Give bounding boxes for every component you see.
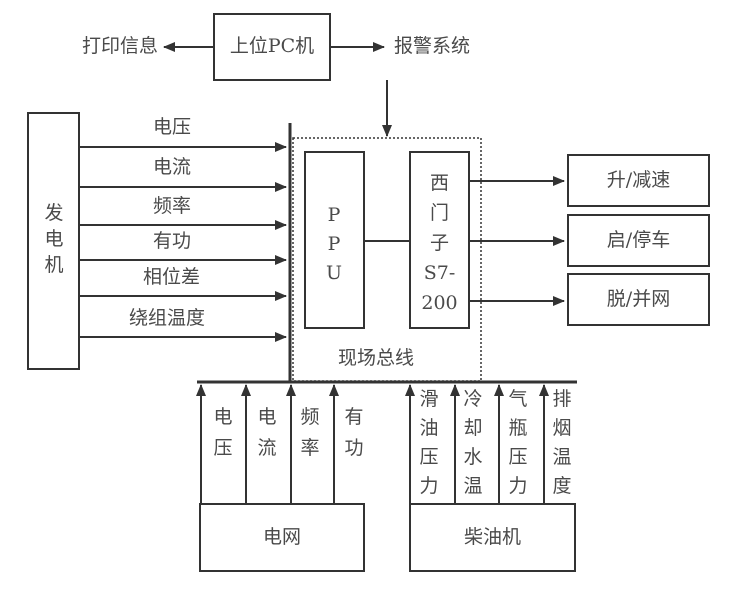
grid-signal-active-power: 有 功	[344, 406, 364, 459]
pc-label: 上位PC机	[229, 35, 315, 57]
grid-signal-voltage: 电 压	[213, 406, 233, 459]
gen-signal-winding-temp: 绕组温度	[129, 307, 206, 329]
diesel-signal-coolant-temp: 冷 却 水 温	[463, 388, 483, 497]
diesel-signal-cylinder-pressure: 气 瓶 压 力	[508, 388, 528, 497]
field-bus-boundary	[292, 137, 482, 382]
output-box-1	[567, 154, 710, 207]
grid-label: 电网	[262, 526, 301, 548]
field-bus-label: 现场总线	[338, 347, 415, 369]
output-box-3	[567, 273, 710, 326]
diesel-signal-lube-pressure: 滑 油 压 力	[419, 388, 439, 497]
grid-box	[199, 503, 365, 572]
grid-signal-current: 电 流	[257, 406, 277, 459]
diesel-label: 柴油机	[463, 526, 521, 548]
gen-signal-current: 电流	[153, 156, 192, 178]
diesel-box	[409, 503, 576, 572]
output-start-stop: 启/停车	[606, 229, 671, 251]
plc-label: 西 门 子 S7- 200	[421, 172, 458, 314]
gen-signal-voltage: 电压	[153, 116, 192, 138]
grid-signal-frequency: 频 率	[300, 406, 320, 459]
print-info-label: 打印信息	[82, 35, 159, 57]
output-speed: 升/减速	[606, 169, 671, 191]
ppu-label: P P U	[325, 204, 342, 284]
diesel-signal-exhaust-temp: 排 烟 温 度	[552, 388, 572, 497]
gen-signal-phase-diff: 相位差	[143, 266, 201, 288]
gen-signal-frequency: 频率	[153, 195, 192, 217]
output-grid-connect: 脱/并网	[606, 288, 671, 310]
generator-box	[27, 112, 80, 370]
output-box-2	[567, 214, 710, 267]
generator-label: 发 电 机	[44, 202, 64, 276]
gen-signal-active-power: 有功	[153, 230, 192, 252]
alarm-system-label: 报警系统	[394, 35, 471, 57]
